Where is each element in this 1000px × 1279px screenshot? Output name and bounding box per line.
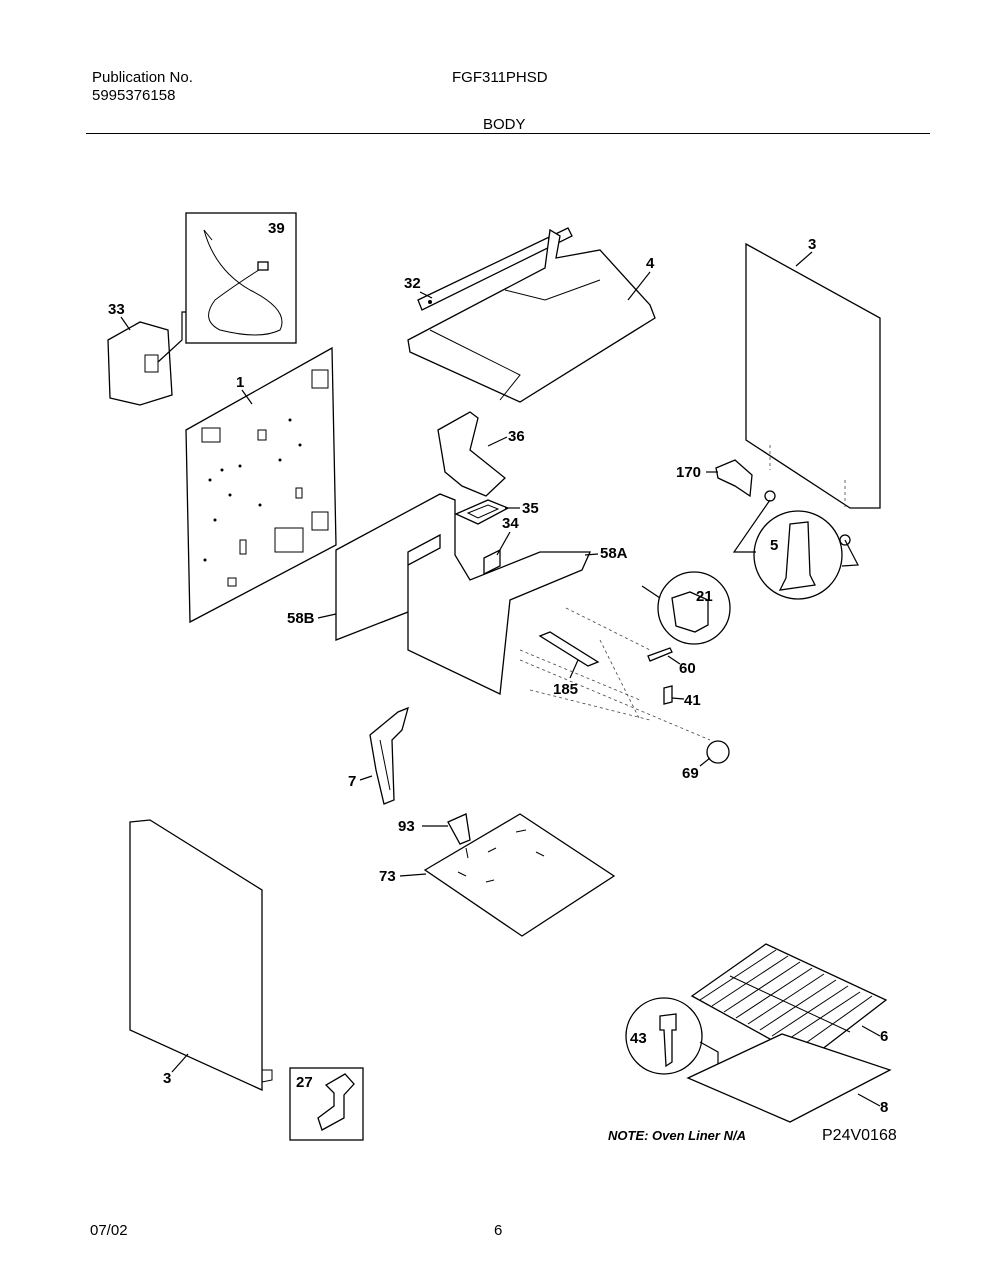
callout-5: 5 bbox=[770, 537, 778, 554]
drawing-code: P24V0168 bbox=[822, 1127, 897, 1144]
model-number: FGF311PHSD bbox=[452, 69, 548, 86]
part-8-oven-liner bbox=[686, 1033, 892, 1123]
callout-93: 93 bbox=[398, 818, 415, 835]
callout-36: 36 bbox=[508, 428, 525, 445]
callout-39: 39 bbox=[268, 220, 285, 237]
part-185-heat-shield bbox=[538, 631, 600, 667]
part-41-clip bbox=[663, 685, 673, 705]
callout-3-right: 3 bbox=[808, 236, 816, 253]
callout-170: 170 bbox=[676, 464, 701, 481]
publication-number: 5995376158 bbox=[92, 87, 176, 104]
footer-page-number: 6 bbox=[494, 1222, 503, 1239]
part-69-plug bbox=[706, 740, 730, 764]
part-33-terminal-block bbox=[107, 311, 186, 406]
callout-32: 32 bbox=[404, 275, 421, 292]
part-27-bracket-detail bbox=[289, 1067, 364, 1141]
callout-43: 43 bbox=[630, 1030, 647, 1047]
part-73-oven-bottom bbox=[423, 813, 616, 937]
part-36-vent-duct bbox=[437, 411, 506, 497]
callout-60: 60 bbox=[679, 660, 696, 677]
part-1-back-panel bbox=[185, 346, 337, 624]
header-rule bbox=[86, 133, 930, 134]
callout-3-left: 3 bbox=[163, 1070, 171, 1087]
part-58a-58b-insulation bbox=[335, 493, 592, 695]
section-title: BODY bbox=[483, 116, 526, 133]
callout-185: 185 bbox=[553, 681, 578, 698]
part-60-bracket bbox=[647, 647, 673, 662]
callout-1: 1 bbox=[236, 374, 244, 391]
callout-27: 27 bbox=[296, 1074, 313, 1091]
callout-34: 34 bbox=[502, 515, 519, 532]
callout-4: 4 bbox=[646, 255, 655, 272]
callout-58b: 58B bbox=[287, 610, 315, 627]
part-21-clip-detail bbox=[641, 571, 731, 645]
callout-69: 69 bbox=[682, 765, 699, 782]
callout-41: 41 bbox=[684, 692, 701, 709]
part-43-screw-detail bbox=[625, 997, 719, 1075]
assembly-guide-lines bbox=[519, 607, 711, 741]
part-6-oven-rack bbox=[690, 943, 888, 1061]
callout-6: 6 bbox=[880, 1028, 888, 1045]
part-3-right-side-panel bbox=[745, 242, 881, 510]
callout-58a: 58A bbox=[600, 545, 628, 562]
part-4-top-panel bbox=[407, 228, 656, 403]
part-5-screw-detail bbox=[732, 499, 859, 600]
callout-8: 8 bbox=[880, 1099, 888, 1116]
part-93-bracket bbox=[447, 813, 471, 845]
publication-label: Publication No. bbox=[92, 69, 193, 86]
callout-33: 33 bbox=[108, 301, 125, 318]
footer-date: 07/02 bbox=[90, 1222, 128, 1239]
part-7-door-arm bbox=[369, 706, 409, 805]
callout-7: 7 bbox=[348, 773, 356, 790]
callout-35: 35 bbox=[522, 500, 539, 517]
oven-liner-note: NOTE: Oven Liner N/A bbox=[608, 1128, 746, 1143]
callout-21: 21 bbox=[696, 588, 713, 605]
callout-73: 73 bbox=[379, 868, 396, 885]
part-3-left-side-panel bbox=[129, 819, 273, 1092]
part-34-insulation bbox=[483, 548, 501, 576]
part-39-power-cord bbox=[185, 212, 297, 344]
part-35-gasket bbox=[454, 499, 510, 525]
